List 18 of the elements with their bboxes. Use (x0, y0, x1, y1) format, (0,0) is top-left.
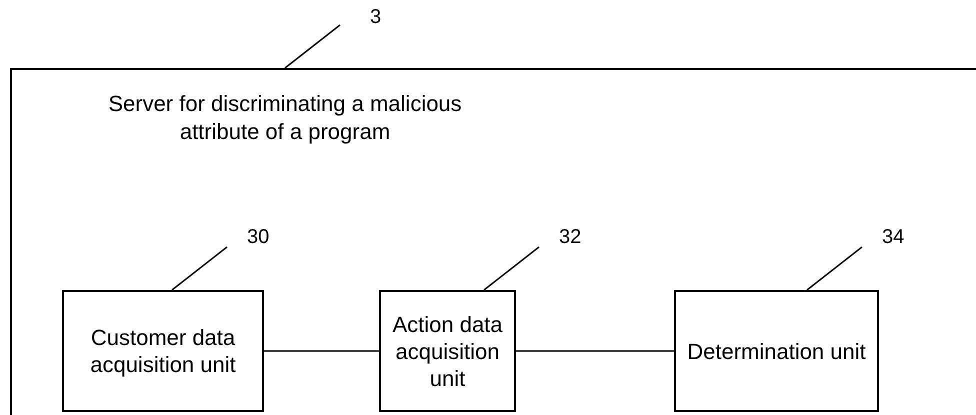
unit-box (62, 290, 264, 412)
leader-line (806, 246, 862, 291)
callout-number: 30 (247, 225, 270, 250)
unit-box (674, 290, 879, 412)
leader-line (284, 24, 340, 69)
unit-box (379, 290, 516, 412)
callout-number: 32 (559, 225, 582, 250)
connector-line (516, 350, 674, 352)
leader-line (172, 246, 228, 291)
server-frame (10, 68, 976, 415)
connector-line (264, 350, 379, 352)
callout-number: 34 (882, 225, 904, 250)
leader-line (484, 246, 540, 291)
callout-number: 3 (370, 5, 382, 30)
unit-label: Action data acquisition unit (391, 310, 504, 392)
unit-label: Determination unit (687, 338, 866, 364)
frame-title: Server for discriminating a malicious attribute of a program (107, 90, 463, 146)
unit-label: Customer data acquisition unit (89, 324, 237, 378)
